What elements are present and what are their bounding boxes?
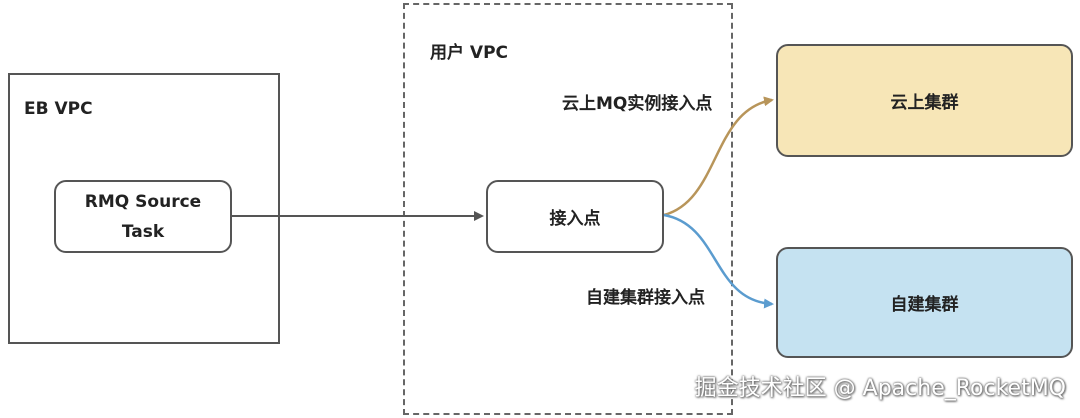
cloud-cluster-label: 云上集群 xyxy=(890,93,959,113)
self-built-cluster-label: 自建集群 xyxy=(890,295,959,315)
rmq-source-line1: RMQ Source xyxy=(84,191,202,212)
self-access-edge-label: 自建集群接入点 xyxy=(586,288,705,308)
eb-vpc-label: EB VPC xyxy=(24,99,93,119)
cloud-access-edge-label: 云上MQ实例接入点 xyxy=(562,94,713,114)
access-point-label: 接入点 xyxy=(549,209,601,229)
self-built-cluster-node: 自建集群 xyxy=(776,247,1073,358)
cloud-cluster-node: 云上集群 xyxy=(776,44,1073,157)
rmq-source-task-node: RMQ Source Task xyxy=(54,180,232,253)
user-vpc-label: 用户 VPC xyxy=(430,43,509,63)
eb-vpc-region xyxy=(8,73,280,344)
rmq-source-line2: Task xyxy=(121,221,165,242)
access-point-node: 接入点 xyxy=(486,180,664,253)
watermark-text: 掘金技术社区 @ Apache_RocketMQ xyxy=(694,376,1066,401)
